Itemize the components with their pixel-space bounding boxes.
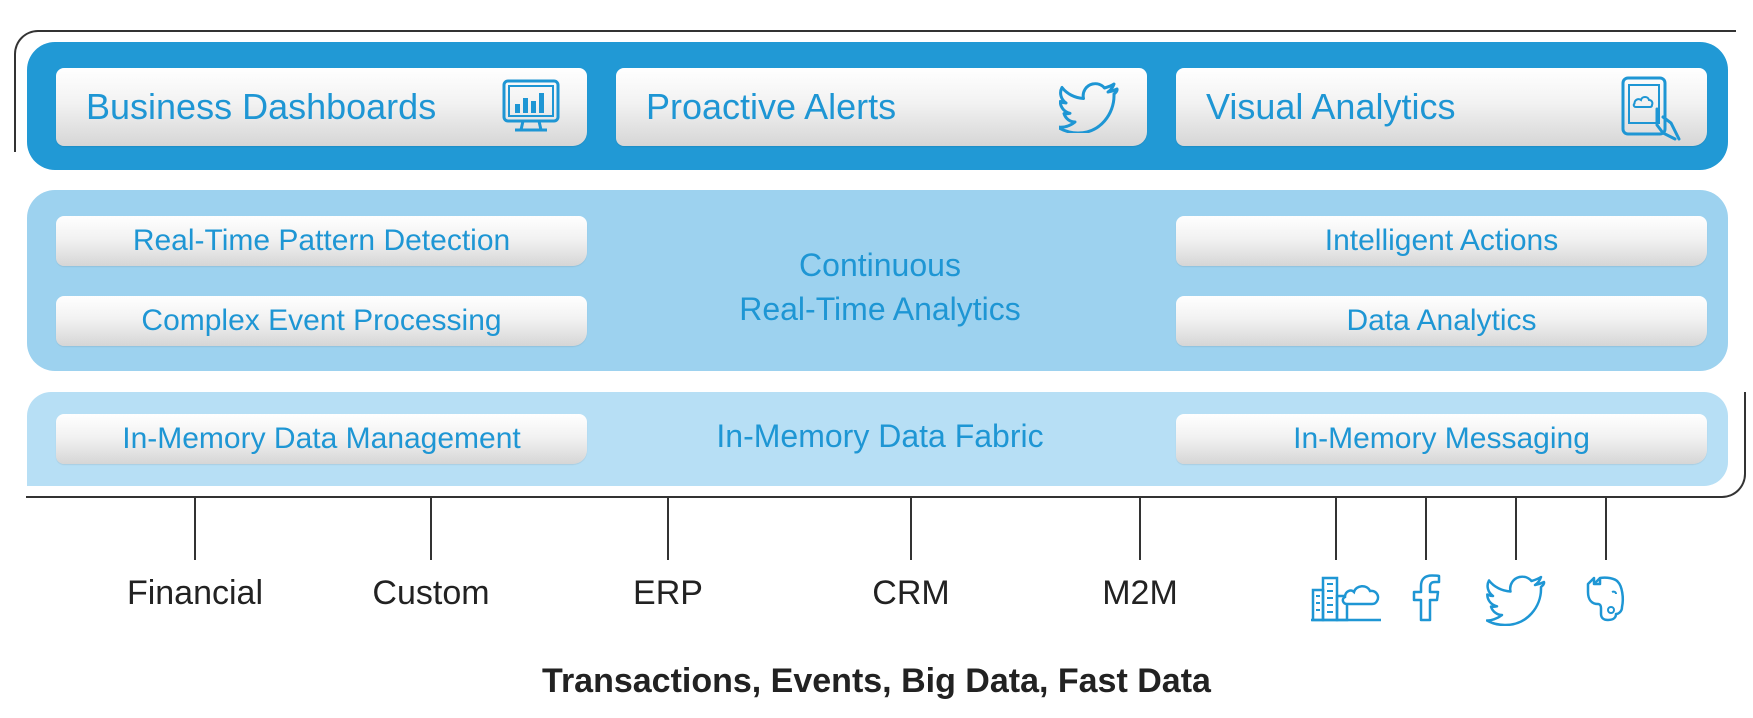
footer-caption: Transactions, Events, Big Data, Fast Dat… bbox=[542, 662, 1211, 700]
tick-financial bbox=[194, 498, 196, 560]
twitter-bird-icon bbox=[1059, 82, 1119, 133]
evernote-icon bbox=[1586, 576, 1625, 622]
tick-crm bbox=[910, 498, 912, 560]
visual-analytics-button[interactable]: Visual Analytics bbox=[1176, 68, 1707, 146]
in-memory-messaging-label: In-Memory Messaging bbox=[1293, 422, 1590, 455]
proactive-alerts-label: Proactive Alerts bbox=[646, 86, 897, 127]
in-memory-data-fabric-label: In-Memory Data Fabric bbox=[716, 418, 1044, 454]
source-financial: Financial bbox=[126, 574, 264, 612]
tick-evernote bbox=[1605, 498, 1607, 560]
data-analytics-label: Data Analytics bbox=[1346, 304, 1537, 337]
tick-m2m bbox=[1139, 498, 1141, 560]
building-cloud-icon bbox=[1311, 576, 1381, 622]
source-m2m: M2M bbox=[1102, 574, 1178, 612]
continuous-label: Continuous bbox=[799, 247, 961, 283]
real-time-pattern-detection-button[interactable]: Real-Time Pattern Detection bbox=[56, 216, 587, 266]
real-time-analytics-label: Real-Time Analytics bbox=[739, 291, 1021, 327]
twitter-icon bbox=[1486, 575, 1546, 626]
tick-twitter bbox=[1515, 498, 1517, 560]
bottom-bracket-line bbox=[26, 392, 1746, 498]
business-dashboards-button[interactable]: Business Dashboards bbox=[56, 68, 587, 146]
source-custom: Custom bbox=[372, 574, 490, 612]
tick-building-cloud bbox=[1335, 498, 1337, 560]
tick-facebook bbox=[1425, 498, 1427, 560]
monitor-chart-icon bbox=[502, 79, 560, 132]
intelligent-actions-label: Intelligent Actions bbox=[1324, 224, 1559, 257]
visual-analytics-label: Visual Analytics bbox=[1206, 86, 1456, 127]
in-memory-data-management-label: In-Memory Data Management bbox=[122, 422, 521, 455]
tick-erp bbox=[667, 498, 669, 560]
top-bracket-line bbox=[14, 30, 1736, 152]
continuous-real-time-analytics-title: Continuous Real-Time Analytics bbox=[660, 243, 1100, 331]
source-erp: ERP bbox=[633, 574, 703, 612]
complex-event-processing-button[interactable]: Complex Event Processing bbox=[56, 296, 587, 346]
in-memory-messaging-button[interactable]: In-Memory Messaging bbox=[1176, 414, 1707, 464]
real-time-pattern-detection-label: Real-Time Pattern Detection bbox=[132, 224, 511, 257]
intelligent-actions-button[interactable]: Intelligent Actions bbox=[1176, 216, 1707, 266]
tablet-touch-icon bbox=[1621, 76, 1681, 141]
tick-custom bbox=[430, 498, 432, 560]
complex-event-processing-label: Complex Event Processing bbox=[141, 304, 502, 337]
source-crm: CRM bbox=[872, 574, 950, 612]
proactive-alerts-button[interactable]: Proactive Alerts bbox=[616, 68, 1147, 146]
business-dashboards-label: Business Dashboards bbox=[86, 86, 437, 127]
in-memory-data-fabric-title: In-Memory Data Fabric bbox=[640, 414, 1120, 458]
facebook-icon bbox=[1412, 574, 1441, 622]
in-memory-data-management-button[interactable]: In-Memory Data Management bbox=[56, 414, 587, 464]
data-analytics-button[interactable]: Data Analytics bbox=[1176, 296, 1707, 346]
